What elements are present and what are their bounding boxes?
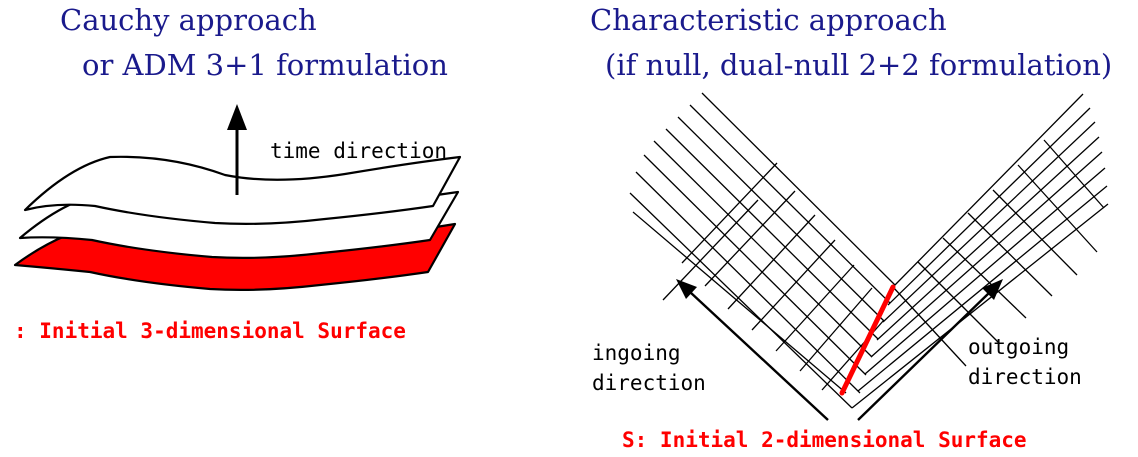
outgoing-label-line2: direction: [968, 365, 1082, 389]
time-arrow-head: [227, 104, 247, 130]
ingoing-direction-arrow: [689, 291, 829, 421]
characteristic-caption: S: Initial 2-dimensional Surface: [622, 428, 1027, 452]
characteristic-panel: Characteristic approach (if null, dual-n…: [590, 3, 1112, 452]
outgoing-direction-arrow: [857, 291, 991, 421]
outgoing-arrow-head: [982, 279, 1003, 300]
outgoing-label-line1: outgoing: [968, 335, 1069, 359]
ingoing-null-grid: [629, 92, 896, 409]
ingoing-arrow-head: [676, 279, 697, 299]
cauchy-panel: Cauchy approach or ADM 3+1 formulation t…: [13, 3, 462, 343]
characteristic-title-line1: Characteristic approach: [590, 3, 947, 37]
ingoing-label-line2: direction: [592, 371, 706, 395]
initial-2d-surface-S: [839, 284, 896, 396]
characteristic-title-line2: (if null, dual-null 2+2 formulation): [605, 48, 1112, 82]
time-direction-label: time direction: [270, 139, 447, 163]
cauchy-caption: : Initial 3-dimensional Surface: [14, 319, 406, 343]
ingoing-label-line1: ingoing: [592, 341, 681, 365]
top-3d-surface: [23, 155, 462, 225]
cauchy-title-line2: or ADM 3+1 formulation: [82, 48, 448, 82]
cauchy-title-line1: Cauchy approach: [60, 3, 317, 37]
outgoing-null-grid: [851, 93, 1109, 409]
